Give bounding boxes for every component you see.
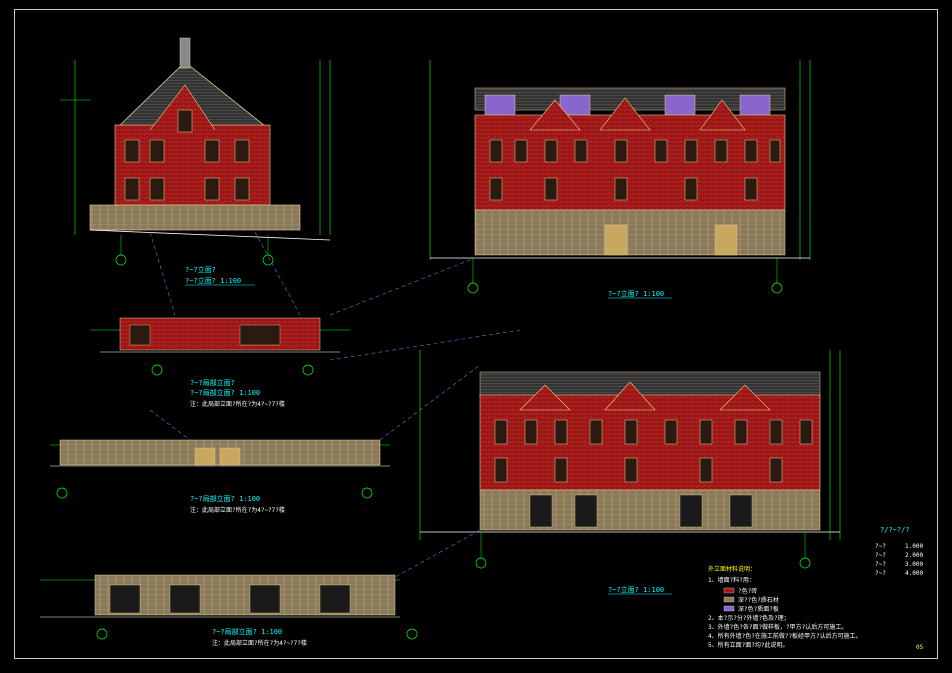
legend-key: ?~? <box>875 543 886 550</box>
partial-1-note: 注：此局部立面?所在?为4?~?7?楼 <box>190 400 285 408</box>
grid-bubble <box>799 557 811 569</box>
grid-bubble <box>262 254 274 266</box>
partial-1-title-line1: ?~?局部立面? <box>190 378 235 387</box>
partial-2-note: 注：此局部立面?所在?为4?~?7?楼 <box>190 506 285 514</box>
notes-item: 5、所有立面?面?均?此说明。 <box>708 641 788 649</box>
front-top-title: ?~?立面? 1:100 <box>608 289 664 298</box>
notes-item: ?色?砖 <box>738 587 757 595</box>
legend-value: 4.000 <box>905 570 923 577</box>
notes-item: 深?色?质面?板 <box>738 605 779 613</box>
partial-3-note: 注：此局部立面?所在?为4?~?7?楼 <box>212 639 307 647</box>
grid-bubble <box>115 254 127 266</box>
sheet-number: 05 <box>916 644 924 651</box>
side-elevation: ?~?立面? ?~?立面? 1:100 <box>60 37 331 286</box>
level-legend: ?/?~?/? ?~? 1.000 ?~? 2.000 ?~? 3.000 ?~… <box>875 526 923 577</box>
legend-key: ?~? <box>875 561 886 568</box>
notes-item: 深??色?质石材 <box>738 596 779 604</box>
front-elevation-top: ?~?立面? 1:100 <box>429 60 811 299</box>
drawing-border <box>14 9 938 659</box>
grid-bubble <box>771 282 783 294</box>
partial-3-title: ?~?局部立面? 1:100 <box>212 627 282 636</box>
grid-bubble <box>467 282 479 294</box>
grid-bubble <box>361 487 373 499</box>
grid-bubble <box>56 487 68 499</box>
notes-item: 4、所有外墙?色?在施工前做??板经甲方?认后方可施工。 <box>708 632 862 640</box>
material-notes: 外立面材料说明： 1、墙面?料?用： ?色?砖 深??色?质石材 深?色?质面?… <box>708 565 862 649</box>
grid-bubble <box>96 628 108 640</box>
grid-bubble <box>406 628 418 640</box>
legend-value: 2.000 <box>905 552 923 559</box>
legend-key: ?~? <box>875 552 886 559</box>
side-elevation-title-line2: ?~?立面? 1:100 <box>185 276 241 285</box>
notes-heading: 外立面材料说明： <box>708 565 756 573</box>
notes-item: 1、墙面?料?用： <box>708 576 755 584</box>
legend-value: 3.000 <box>905 561 923 568</box>
grid-bubble <box>302 364 314 376</box>
side-elevation-title-line1: ?~?立面? <box>185 265 216 274</box>
grid-bubble <box>475 557 487 569</box>
front-elevation-bottom: ?~?立面? 1:100 <box>419 350 841 595</box>
legend-label: ?/?~?/? <box>880 526 910 534</box>
partial-elevation-3: ?~?局部立面? 1:100 注：此局部立面?所在?为4?~?7?楼 <box>40 574 418 647</box>
partial-1-title-line2: ?~?局部立面? 1:100 <box>190 388 260 397</box>
front-bottom-title: ?~?立面? 1:100 <box>608 585 664 594</box>
notes-item: 2、本?示?分?外墙?色及?理； <box>708 614 790 622</box>
grid-bubble <box>151 364 163 376</box>
partial-elevation-1: ?~?局部立面? ?~?局部立面? 1:100 注：此局部立面?所在?为4?~?… <box>90 317 350 408</box>
legend-key: ?~? <box>875 570 886 577</box>
partial-2-title: ?~?局部立面? 1:100 <box>190 494 260 503</box>
index-lines <box>149 231 521 581</box>
notes-item: 3、外墙?色?各?面?做样板，?甲方?认后方可施工。 <box>708 623 847 631</box>
partial-elevation-2: ?~?局部立面? 1:100 注：此局部立面?所在?为4?~?7?楼 <box>50 439 390 514</box>
legend-value: 1.000 <box>905 543 923 550</box>
